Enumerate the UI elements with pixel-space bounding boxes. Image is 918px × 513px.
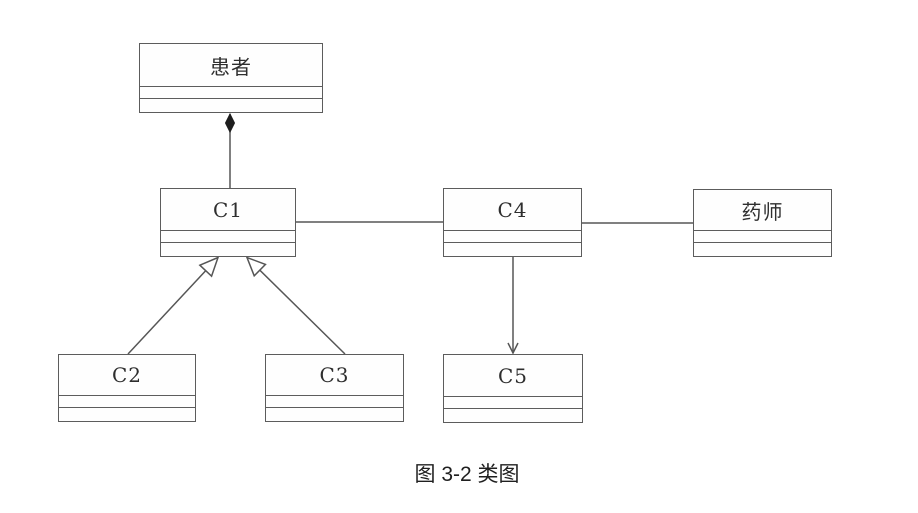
attributes-compartment-c2 bbox=[59, 395, 195, 407]
operations-compartment-c2 bbox=[59, 407, 195, 421]
class-name-c1: C1 bbox=[212, 197, 244, 222]
class-name-patient: 患者 bbox=[210, 54, 252, 79]
operations-compartment-c3 bbox=[266, 407, 403, 421]
class-name-c3: C3 bbox=[319, 363, 350, 387]
operations-compartment-pharmacist bbox=[694, 242, 831, 256]
class-name-pharmacist: 药师 bbox=[741, 199, 784, 224]
class-name-c2: C2 bbox=[111, 363, 143, 387]
class-box-c3: C3 bbox=[265, 354, 404, 422]
class-box-c4: C4 bbox=[443, 188, 582, 257]
operations-compartment-c4 bbox=[444, 242, 581, 256]
attributes-compartment-patient bbox=[140, 86, 322, 98]
class-box-c1: C1 bbox=[160, 188, 296, 257]
generalization-connector-c3-c1 bbox=[247, 258, 346, 355]
class-box-c5: C5 bbox=[443, 354, 583, 423]
operations-compartment-patient bbox=[140, 98, 322, 112]
class-box-c2: C2 bbox=[58, 354, 196, 422]
attributes-compartment-c5 bbox=[444, 396, 582, 408]
attributes-compartment-c1 bbox=[161, 230, 295, 242]
attributes-compartment-pharmacist bbox=[694, 230, 831, 242]
class-box-pharmacist: 药师 bbox=[693, 189, 832, 257]
operations-compartment-c5 bbox=[444, 408, 582, 422]
class-name-c5: C5 bbox=[497, 363, 529, 388]
class-name-c4: C4 bbox=[497, 197, 528, 222]
attributes-compartment-c4 bbox=[444, 230, 581, 242]
operations-compartment-c1 bbox=[161, 242, 295, 256]
figure-caption: 图 3-2 类图 bbox=[414, 463, 520, 486]
generalization-connector-c2-c1 bbox=[127, 258, 218, 355]
class-box-patient: 患者 bbox=[139, 43, 323, 113]
attributes-compartment-c3 bbox=[266, 395, 403, 407]
